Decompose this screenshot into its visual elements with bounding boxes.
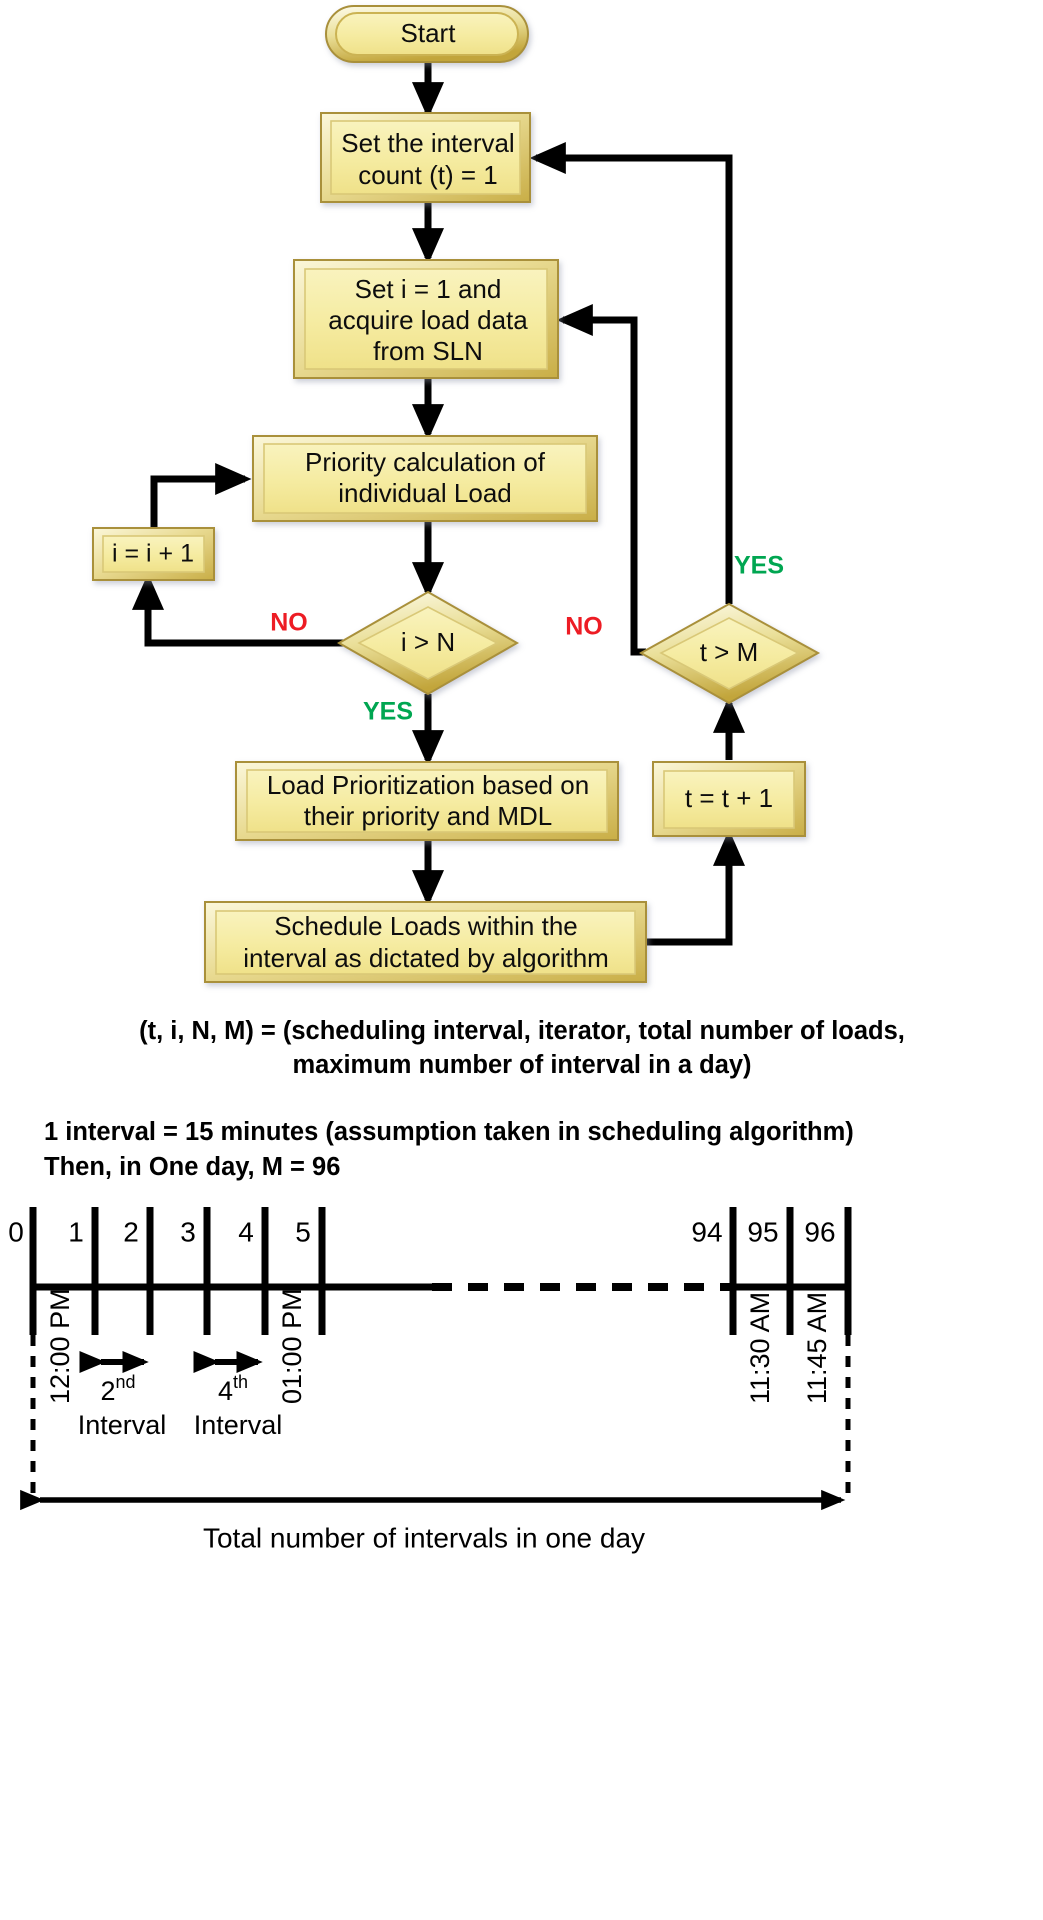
edge-incI-to-priority [150,462,252,528]
timeline-ticks-left [29,1207,326,1335]
time-label-11-45-am: 11:45 AM [802,1292,832,1404]
branch-label-no-t: NO [565,613,603,641]
node-incI-label: i = i + 1 [112,540,194,568]
edge-decT-no-to-setI [556,303,646,656]
node-setT-line2: count (t) = 1 [358,160,497,190]
incT-inner-face [663,770,795,829]
tick-number-96: 96 [804,1216,835,1247]
node-schedule-line2: interval as dictated by algorithm [243,943,609,973]
legend-line-2: maximum number of interval in a day) [292,1051,751,1079]
connectors [131,62,746,946]
interval-ordinal-second: 2nd [100,1372,135,1406]
setT-inner-face [330,120,521,195]
interval-word-second: Interval [78,1410,167,1440]
incI-inner-face [102,535,205,573]
legend-line-3: 1 interval = 15 minutes (assumption take… [44,1118,854,1146]
legend-line-4: Then, in One day, M = 96 [44,1153,340,1181]
node-start-label: Start [401,18,457,48]
node-decT-label: t > M [700,637,759,667]
decT-inner-face [659,617,800,690]
interval-ordinal-fourth: 4th [218,1372,248,1406]
legend-line-1: (t, i, N, M) = (scheduling interval, ite… [139,1017,905,1045]
node-schedule-line1: Schedule Loads within the [274,911,578,941]
node-priority-calculation[interactable]: Priority calculation of individual Load [252,435,598,522]
edge-decT-yes-to-setT [529,141,733,604]
node-prioritize-line2: their priority and MDL [304,801,553,831]
branch-label-no-i: NO [270,609,308,637]
tick-number-1: 1 [68,1216,84,1247]
timeline-caption: Total number of intervals in one day [203,1522,645,1553]
node-setI-line3: from SLN [373,336,483,366]
tick-number-5: 5 [295,1216,311,1247]
timeline: 0 1 2 3 4 5 94 95 96 12:00 PM 01:00 PM 1… [8,1207,852,1553]
node-prioritize-line1: Load Prioritization based on [267,770,589,800]
branch-label-yes-i: YES [363,698,413,726]
node-priority-line2: individual Load [338,478,511,508]
node-decision-t-gt-m[interactable]: t > M [638,602,821,705]
tick-number-0: 0 [8,1216,24,1247]
priority-inner-face [263,443,587,514]
schedule-inner-face [215,910,636,975]
branch-label-yes-t: YES [734,552,784,580]
node-schedule-loads[interactable]: Schedule Loads within the interval as di… [204,901,647,983]
node-setI-line2: acquire load data [328,305,528,335]
decI-inner-face [357,606,499,680]
node-incT-label: t = t + 1 [685,783,773,813]
time-label-12-00-pm: 12:00 PM [45,1288,75,1404]
setI-inner-face [304,268,548,370]
edge-schedule-to-incT [646,829,746,946]
node-priority-line1: Priority calculation of [305,447,546,477]
start-inner-face [335,12,519,56]
tick-number-4: 4 [238,1216,254,1247]
tick-number-3: 3 [180,1216,196,1247]
tick-number-94: 94 [691,1216,722,1247]
node-increment-t[interactable]: t = t + 1 [652,761,806,837]
node-load-prioritization[interactable]: Load Prioritization based on their prior… [235,761,619,841]
node-increment-i[interactable]: i = i + 1 [92,527,215,581]
time-label-11-30-am: 11:30 AM [745,1292,775,1404]
node-set-i-acquire[interactable]: Set i = 1 and acquire load data from SLN [293,259,559,379]
node-decision-i-gt-n[interactable]: i > N [336,590,520,696]
node-start[interactable]: Start [325,5,529,63]
node-setT-line1: Set the interval [341,128,514,158]
node-set-interval-count[interactable]: Set the interval count (t) = 1 [320,112,531,203]
tick-number-2: 2 [123,1216,139,1247]
prioritize-inner-face [246,769,608,833]
interval-word-fourth: Interval [194,1410,283,1440]
tick-number-95: 95 [747,1216,778,1247]
node-decI-label: i > N [401,627,455,657]
timeline-ticks-right [729,1207,852,1335]
node-setI-line1: Set i = 1 and [355,274,502,304]
edge-decI-no-to-incI [131,573,344,647]
time-label-01-00-pm: 01:00 PM [277,1288,307,1404]
